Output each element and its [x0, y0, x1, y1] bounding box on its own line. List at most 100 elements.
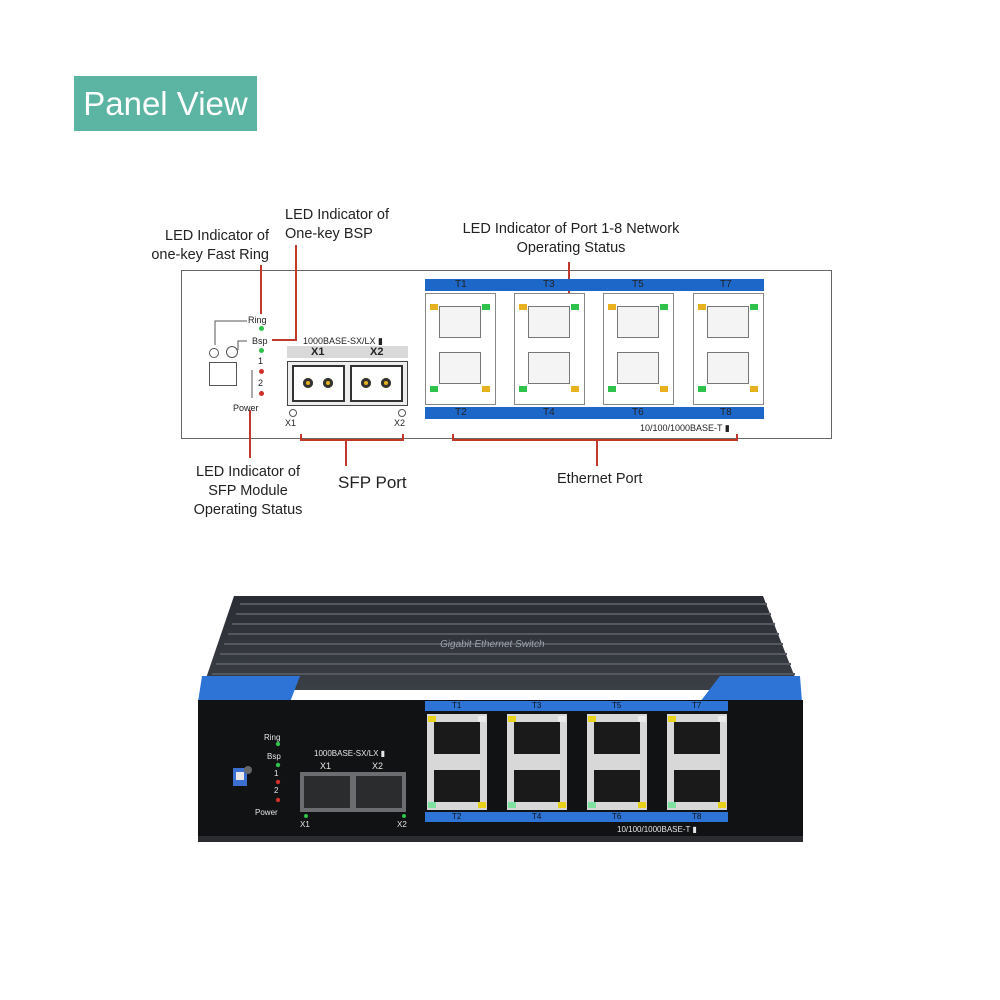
- sfp-model-label: 1000BASE-SX/LX ▮: [303, 336, 383, 346]
- sfp-port-x1: [292, 365, 345, 402]
- sfp-x1-led: [289, 409, 297, 417]
- callout-bsp-line2: One-key BSP: [285, 226, 373, 242]
- photo-port-t3: T3: [532, 701, 542, 710]
- rj45-port-t1: [439, 306, 481, 338]
- blue-stripe-right: [700, 676, 802, 702]
- photo-power-label: Power: [255, 808, 278, 817]
- photo-ring-led: [275, 741, 281, 747]
- photo-brand-text: Gigabit Ethernet Switch: [439, 639, 546, 650]
- rj45-port-t7: [707, 306, 749, 338]
- led-label-2: 2: [258, 378, 264, 388]
- photo-sfp-x1-label: X1: [320, 761, 332, 771]
- ethernet-speed-text: 10/100/1000BASE-T: [640, 423, 723, 433]
- ethernet-bottom-bar: [425, 407, 764, 419]
- led-amber: [608, 304, 616, 310]
- callout-ethernet-port: Ethernet Port: [557, 471, 643, 487]
- photo-led-label-2: 2: [274, 786, 279, 795]
- sfp-header-bar: [287, 346, 408, 358]
- photo-sfp1-led: [275, 779, 281, 785]
- led-amber: [571, 386, 579, 392]
- callout-bsp-line1: LED Indicator of: [285, 207, 389, 223]
- rj45-port-t4: [528, 352, 570, 384]
- callout-fast-ring-line2: one-key Fast Ring: [151, 247, 269, 263]
- photo-eth-top-bar: [425, 701, 728, 711]
- photo-bsp-led: [275, 762, 281, 768]
- power-label: Power: [233, 403, 259, 413]
- port-pair-t1-t2: [425, 293, 496, 405]
- port-label-t6: T6: [632, 407, 644, 418]
- led-green: [571, 304, 579, 310]
- photo-reset-button: [244, 766, 252, 774]
- sfp-x2-fiber-b: [381, 378, 391, 388]
- photo-ring-label: Ring: [264, 733, 281, 742]
- bsp-label: Bsp: [252, 336, 268, 346]
- photo-eth-bottom-bar: [425, 812, 728, 822]
- photo-port-t7: T7: [692, 701, 702, 710]
- photo-port-t1: T1: [452, 701, 462, 710]
- ring-label: Ring: [248, 315, 267, 325]
- led-label-1: 1: [258, 356, 264, 366]
- port-label-t4: T4: [543, 407, 555, 418]
- sfp-x1-fiber-a: [303, 378, 313, 388]
- photo-sfp-model: 1000BASE-SX/LX ▮: [314, 749, 386, 758]
- rj45-port-t8: [707, 352, 749, 384]
- blue-stripe-left: [198, 676, 300, 702]
- led-green: [660, 304, 668, 310]
- callout-port-status: LED Indicator of Port 1-8 Network Operat…: [440, 220, 702, 258]
- rj45-port-t2: [439, 352, 481, 384]
- sfp-port-x2: [350, 365, 403, 402]
- sfp1-led: [259, 369, 264, 374]
- photo-sfp-x1: [304, 776, 350, 808]
- port-pair-t7-t8: [693, 293, 764, 405]
- rj45-port-t5: [617, 306, 659, 338]
- port-label-t7: T7: [720, 279, 732, 290]
- callout-port-status-line2: Operating Status: [516, 240, 626, 256]
- photo-sfp-x2: [356, 776, 402, 808]
- led-green: [519, 386, 527, 392]
- callout-sfp-led: LED Indicator of SFP Module Operating St…: [170, 463, 326, 520]
- led-green: [430, 386, 438, 392]
- sfp-bottom-x2: X2: [394, 418, 406, 428]
- led-green: [608, 386, 616, 392]
- photo-sfp-x1-led: [304, 814, 308, 818]
- led-amber: [698, 304, 706, 310]
- photo-sfp-x2-led: [402, 814, 406, 818]
- rj45-port-t6: [617, 352, 659, 384]
- dip-switch: [209, 362, 237, 386]
- led-amber: [482, 386, 490, 392]
- led-green: [482, 304, 490, 310]
- callout-port-status-line1: LED Indicator of Port 1-8 Network: [462, 221, 680, 237]
- photo-sfp-model-text: 1000BASE-SX/LX: [314, 749, 379, 758]
- callout-sfp-led-line2: SFP Module: [208, 483, 288, 499]
- port-pair-t3-t4: [514, 293, 585, 405]
- port-label-t3: T3: [543, 279, 555, 290]
- sfp-x2-label: X2: [370, 346, 384, 358]
- led-amber: [660, 386, 668, 392]
- led-green: [750, 304, 758, 310]
- photo-speed-label: 10/100/1000BASE-T ▮: [617, 825, 697, 834]
- reset-button-icon: [209, 348, 219, 358]
- photo-port-t6: T6: [612, 812, 622, 821]
- bsp-led: [259, 348, 264, 353]
- port-pair-t5-t6: [603, 293, 674, 405]
- callout-bsp: LED Indicator of One-key BSP: [285, 206, 389, 244]
- sfp-bottom-x1: X1: [285, 418, 297, 428]
- sfp-model-text: 1000BASE-SX/LX: [303, 336, 376, 346]
- callout-sfp-led-line3: Operating Status: [193, 502, 303, 518]
- sfp-x2-fiber-a: [361, 378, 371, 388]
- port-label-t5: T5: [632, 279, 644, 290]
- callout-sfp-port: SFP Port: [338, 473, 407, 492]
- panel-view-title: Panel View: [74, 76, 257, 131]
- port-label-t1: T1: [455, 279, 467, 290]
- photo-led-label-1: 1: [274, 769, 279, 778]
- photo-port-t8: T8: [692, 812, 702, 821]
- led-amber: [750, 386, 758, 392]
- photo-sfp-bottom-x2: X2: [397, 820, 407, 829]
- led-amber: [519, 304, 527, 310]
- front-face-edge: [198, 836, 803, 842]
- port-label-t8: T8: [720, 407, 732, 418]
- photo-sfp-bottom-x1: X1: [300, 820, 310, 829]
- ethernet-speed-label: 10/100/1000BASE-T ▮: [640, 423, 730, 433]
- photo-ethernet-ports: [427, 714, 727, 810]
